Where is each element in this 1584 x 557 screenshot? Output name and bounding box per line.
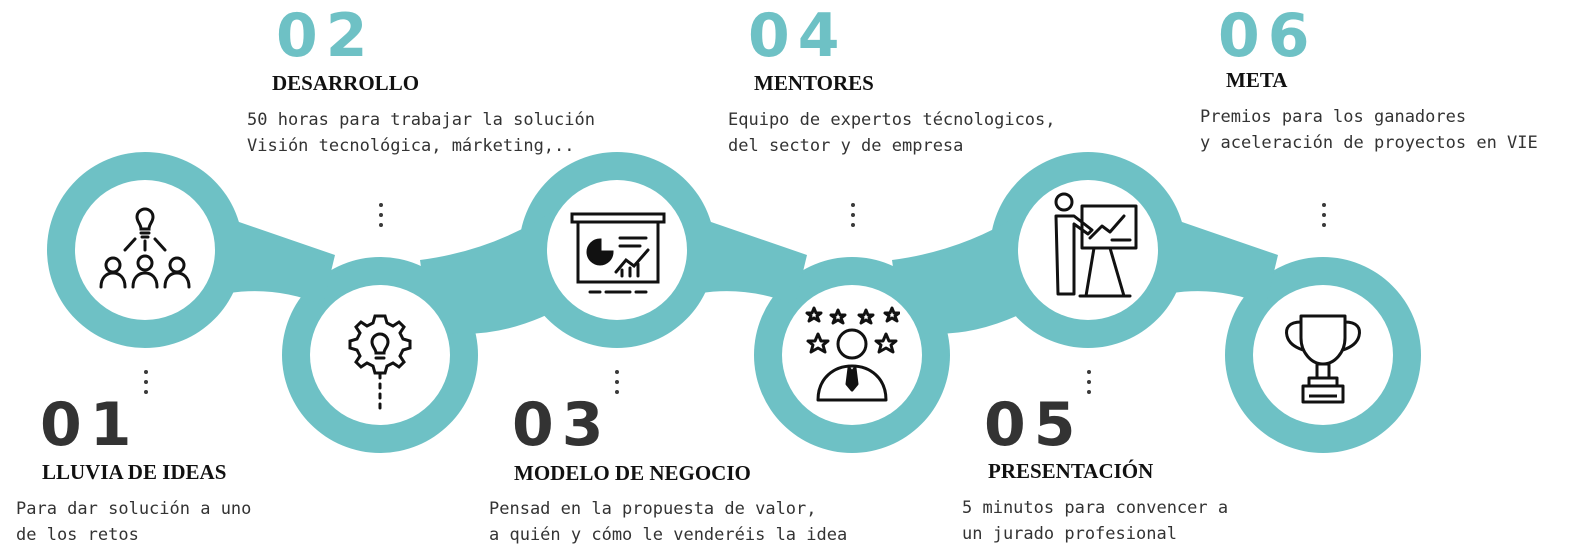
dot-connector-3 — [614, 370, 620, 400]
step-title: DESARROLLO — [272, 71, 420, 95]
description-line: de los retos — [16, 525, 139, 545]
description-line: Equipo de expertos técnologicos, — [728, 110, 1056, 130]
chain-inner-discs — [75, 180, 1393, 425]
description-line: del sector y de empresa — [728, 136, 964, 156]
dot-connector-4 — [850, 203, 856, 233]
step-description: Equipo de expertos técnologicos, del sec… — [728, 107, 1056, 159]
step-number: 01 — [40, 390, 140, 460]
step-number: 06 — [1218, 1, 1318, 71]
step-title: PRESENTACIÓN — [988, 459, 1154, 483]
step-number: 05 — [984, 390, 1084, 460]
dot-connector-1 — [143, 370, 149, 400]
description-line: Premios para los ganadores — [1200, 107, 1467, 127]
step-description: Pensad en la propuesta de valor, a quién… — [489, 496, 847, 548]
description-line: a quién y cómo le venderéis la idea — [489, 525, 848, 545]
dot-connector-5 — [1086, 370, 1092, 400]
gear-lightbulb-icon — [348, 314, 412, 410]
step-description: 50 horas para trabajar la solución Visió… — [247, 107, 595, 159]
description-line: 5 minutos para convencer a — [962, 498, 1229, 518]
description-line: un jurado profesional — [962, 524, 1177, 544]
step-title: LLUVIA DE IDEAS — [42, 460, 227, 484]
expert-mentor-icon — [805, 306, 900, 402]
business-presentation-icon — [570, 212, 666, 294]
brainstorm-team-icon — [99, 207, 191, 289]
step-title: MENTORES — [754, 71, 874, 95]
step-number: 02 — [276, 1, 376, 71]
step-number: 04 — [748, 1, 848, 71]
dot-connector-2 — [378, 203, 384, 233]
step-description: Premios para los ganadores y aceleración… — [1200, 104, 1538, 156]
step-title: MODELO DE NEGOCIO — [514, 461, 751, 485]
description-line: Visión tecnológica, márketing,.. — [247, 136, 575, 156]
presenter-board-icon — [1054, 192, 1138, 298]
description-line: Para dar solución a uno — [16, 499, 252, 519]
step-title: META — [1226, 68, 1288, 92]
step-description: Para dar solución a uno de los retos — [16, 496, 251, 548]
description-line: y aceleración de proyectos en VIE — [1200, 133, 1538, 153]
description-line: 50 horas para trabajar la solución — [247, 110, 595, 130]
description-line: Pensad en la propuesta de valor, — [489, 499, 817, 519]
chain-ring-fill — [47, 152, 1421, 453]
step-number: 03 — [512, 390, 612, 460]
trophy-icon — [1285, 314, 1361, 404]
step-description: 5 minutos para convencer a un jurado pro… — [962, 495, 1228, 547]
dot-connector-6 — [1321, 203, 1327, 233]
